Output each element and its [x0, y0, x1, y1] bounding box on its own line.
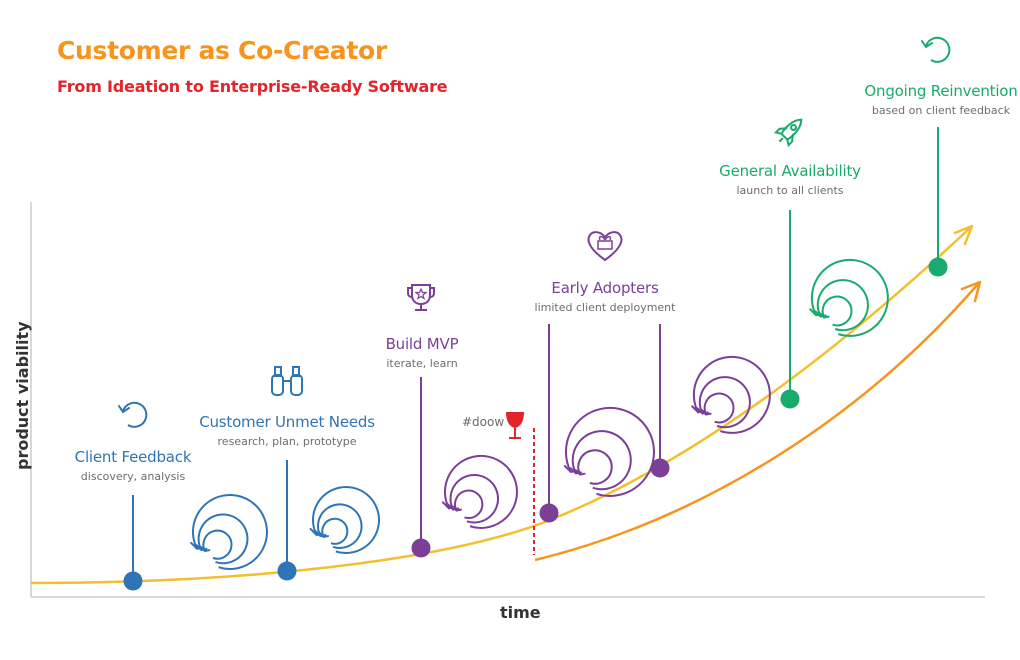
trophy-handle-left: [407, 287, 413, 298]
swirl-loop: [577, 449, 613, 485]
swirl-arrowhead: [318, 531, 330, 539]
stage-ongoing-reinvention: Ongoing Reinvention based on client feed…: [864, 82, 1017, 117]
rocket-body: [780, 118, 803, 141]
swirl-client-feedback: [190, 494, 268, 570]
stage-name: Build MVP: [385, 335, 459, 353]
swirl-loop: [564, 406, 655, 497]
stage-desc: limited client deployment: [534, 301, 676, 314]
doow-tag: #doow: [462, 415, 505, 429]
growth-curve-arrowhead: [953, 224, 974, 246]
swirl-loop: [192, 494, 268, 570]
early-adopters-dot-left: [539, 503, 559, 523]
swirl-loop: [202, 529, 233, 560]
swirl-arrowhead: [451, 505, 462, 512]
swirl-arrowhead: [574, 469, 586, 476]
rocket-icon: [773, 118, 803, 148]
swirl-loop: [444, 454, 518, 529]
refresh-arc: [122, 401, 148, 428]
binoculars-icon: [271, 366, 303, 396]
x-axis-label: time: [500, 603, 541, 622]
wine-glass-bowl: [506, 412, 524, 428]
ongoing-reinvention-dot: [928, 257, 948, 277]
y-axis-label: product viability: [13, 321, 32, 470]
refresh-arrowhead: [118, 405, 130, 414]
swirl-loop: [312, 486, 380, 555]
binoculars-right-top: [292, 366, 300, 377]
trophy-icon: [407, 284, 435, 311]
heart-outline: [587, 231, 623, 262]
swirl-loop: [321, 517, 349, 545]
stage-desc: iterate, learn: [386, 357, 458, 370]
trophy-cup: [411, 284, 431, 306]
swirl-arrowhead: [818, 312, 830, 319]
customer-needs-dot: [277, 561, 297, 581]
swirl-build-mvp: [441, 454, 518, 529]
gift-box: [597, 240, 613, 250]
stage-build-mvp: Build MVP iterate, learn: [386, 335, 459, 370]
stage-general-availability: General Availability launch to all clien…: [719, 162, 861, 197]
growth-curve: [30, 227, 971, 585]
wine-glass-icon: [506, 412, 524, 439]
binoculars-left-top: [274, 366, 282, 377]
swirl-loop: [698, 376, 751, 429]
page-subtitle: From Ideation to Enterprise-Ready Softwa…: [57, 77, 448, 96]
build-mvp-dot: [411, 538, 431, 558]
stage-customer-unmet-needs: Customer Unmet Needs research, plan, pro…: [199, 413, 375, 448]
refresh-arrowhead: [921, 40, 933, 49]
second-curve: [534, 283, 979, 562]
general-availability-dot: [780, 389, 800, 409]
stage-name: General Availability: [719, 162, 861, 180]
swirl-loop: [197, 513, 249, 565]
rocket-flame: [778, 137, 784, 143]
rocket-window: [790, 123, 798, 131]
swirl-customer-needs: [309, 486, 380, 555]
swirl-early-adopters: [563, 406, 655, 497]
swirl-loop: [317, 503, 363, 549]
gift-bow: [598, 235, 612, 241]
stage-early-adopters: Early Adopters limited client deployment: [535, 279, 676, 314]
swirl-early-adopters-2: [691, 355, 771, 434]
swirl-loop: [821, 295, 853, 327]
stage-client-feedback: Client Feedback discovery, analysis: [75, 448, 192, 483]
stage-desc: based on client feedback: [871, 104, 1011, 117]
swirl-arrowhead: [199, 545, 211, 553]
swirl-loop: [571, 430, 632, 491]
binoculars-right: [290, 374, 303, 396]
swirl-arrowhead: [700, 409, 712, 416]
refresh-arc: [925, 36, 951, 63]
stage-desc: research, plan, prototype: [217, 435, 357, 448]
swirl-loop: [810, 258, 889, 337]
swirl-loop: [449, 473, 499, 524]
trophy-star: [414, 287, 428, 300]
heart-gift-icon: [587, 231, 623, 262]
swirl-loop: [816, 279, 869, 332]
refresh-icon: [118, 401, 148, 428]
trophy-handle-right: [429, 287, 435, 298]
stage-name: Client Feedback: [74, 448, 192, 466]
rocket-fins: [773, 127, 794, 148]
swirl-loop: [703, 392, 735, 424]
stage-name: Customer Unmet Needs: [199, 413, 375, 431]
page-title: Customer as Co-Creator: [57, 36, 387, 65]
stage-desc: launch to all clients: [736, 184, 844, 197]
client-feedback-dot: [123, 571, 143, 591]
second-curve-arrowhead: [960, 280, 982, 303]
refresh-icon: [921, 36, 951, 63]
stage-name: Early Adopters: [551, 279, 659, 297]
swirl-loop: [454, 489, 484, 519]
binoculars-left: [271, 374, 284, 396]
swirl-general-availability: [809, 258, 889, 337]
stage-name: Ongoing Reinvention: [864, 82, 1018, 100]
swirl-loop: [692, 355, 771, 434]
stage-desc: discovery, analysis: [80, 470, 186, 483]
early-adopters-dot: [650, 458, 670, 478]
